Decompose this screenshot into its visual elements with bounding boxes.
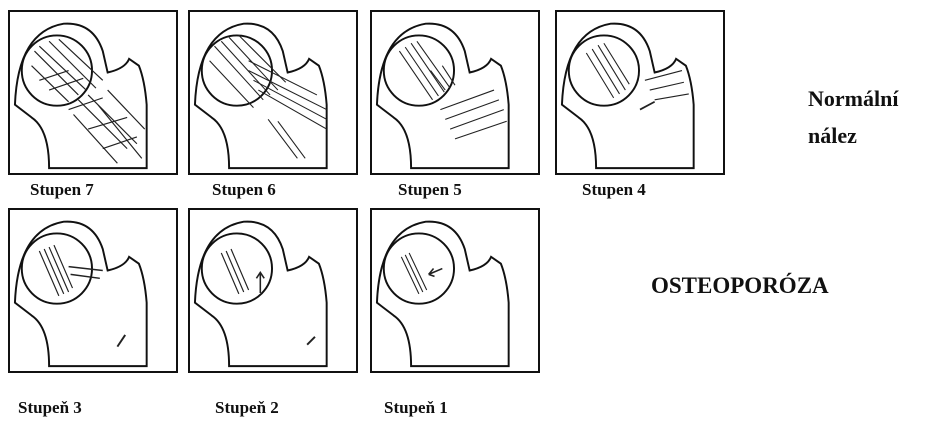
stage-7-panel	[8, 10, 178, 175]
femur-stage-3-drawing	[10, 210, 176, 371]
stage-4-panel	[555, 10, 725, 175]
stage-5-label: Stupen 5	[398, 180, 462, 200]
femur-stage-1-drawing	[372, 210, 538, 371]
stage-3-panel	[8, 208, 178, 373]
stage-1-label: Stupeň 1	[384, 398, 448, 418]
femur-stage-4-drawing	[557, 12, 723, 173]
femur-stage-7-drawing	[10, 12, 176, 173]
stage-1-panel	[370, 208, 540, 373]
normal-line-1: Normální	[808, 80, 898, 117]
stage-5-panel	[370, 10, 540, 175]
normal-line-2: nález	[808, 117, 898, 154]
stage-3-label: Stupeň 3	[18, 398, 82, 418]
stage-2-label: Stupeň 2	[215, 398, 279, 418]
normal-finding-caption: Normální nález	[808, 80, 898, 154]
stage-7-label: Stupen 7	[30, 180, 94, 200]
stage-4-label: Stupen 4	[582, 180, 646, 200]
femur-stage-5-drawing	[372, 12, 538, 173]
stage-2-panel	[188, 208, 358, 373]
osteoporosis-caption: OSTEOPORÓZA	[651, 273, 829, 299]
femur-stage-6-drawing	[190, 12, 356, 173]
femur-stage-2-drawing	[190, 210, 356, 371]
stage-6-label: Stupen 6	[212, 180, 276, 200]
stage-6-panel	[188, 10, 358, 175]
